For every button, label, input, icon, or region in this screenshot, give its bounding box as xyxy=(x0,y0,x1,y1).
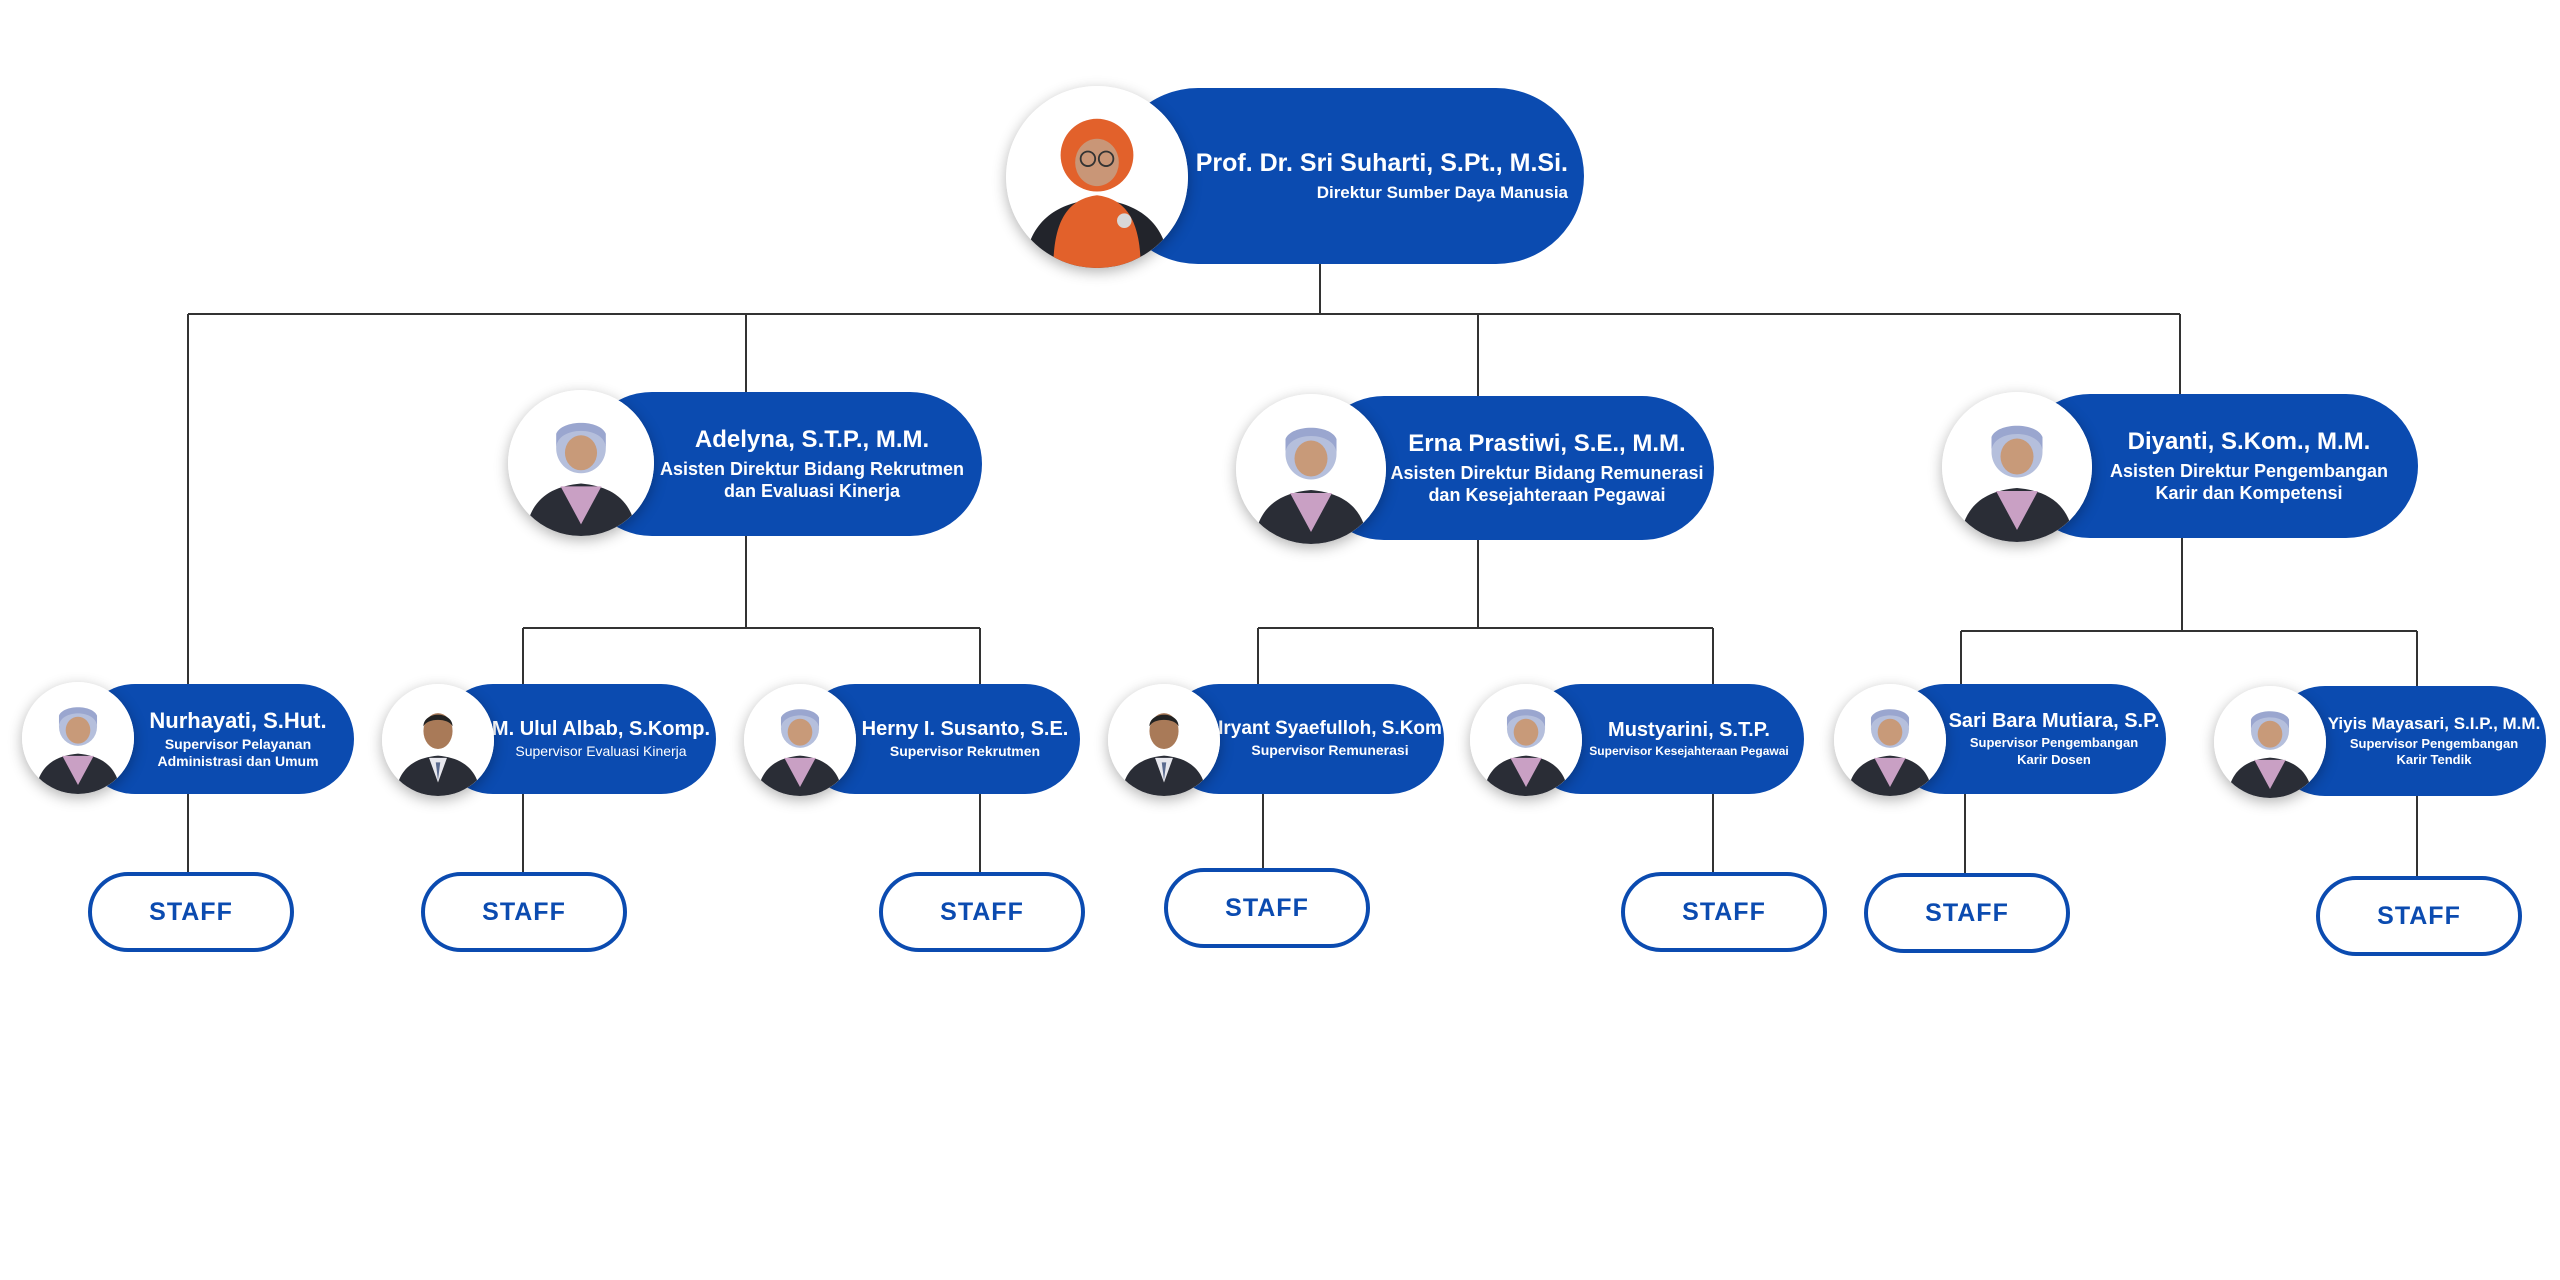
supervisor-photo-evaluasi-kinerja xyxy=(382,684,494,796)
assistant-photo-rekrutmen xyxy=(508,390,654,536)
assistant-role: Asisten Direktur Bidang Remunerasi xyxy=(1390,462,1704,483)
supervisor-photo-administrasi xyxy=(22,682,134,794)
assistant-name: Erna Prastiwi, S.E., M.M. xyxy=(1408,429,1686,457)
assistant-role-cont: dan Evaluasi Kinerja xyxy=(723,481,901,501)
director-photo xyxy=(1006,86,1188,268)
staff-box-karir-tendik: STAFF xyxy=(2316,876,2522,956)
supervisor-role: Supervisor Rekrutmen xyxy=(889,742,1041,759)
staff-box-evaluasi-kinerja: STAFF xyxy=(421,872,627,952)
supervisor-name: M. Ulul Albab, S.Komp. xyxy=(491,717,711,740)
supervisor-photo-rekrutmen xyxy=(744,684,856,796)
supervisor-role: Supervisor Pengembangan xyxy=(2349,735,2519,751)
supervisor-role: Supervisor Kesejahteraan Pegawai xyxy=(1589,744,1789,758)
director-role: Direktur Sumber Daya Manusia xyxy=(1316,182,1568,202)
staff-box-kesejahteraan: STAFF xyxy=(1621,872,1827,952)
assistant-role: Asisten Direktur Pengembangan xyxy=(2109,460,2389,481)
supervisor-photo-remunerasi xyxy=(1108,684,1220,796)
supervisor-role-cont: Administrasi dan Umum xyxy=(157,753,319,769)
supervisor-name: Mustyarini, S.T.P. xyxy=(1608,719,1770,741)
supervisor-role-cont: Karir Dosen xyxy=(2017,751,2091,767)
supervisor-role: Supervisor Pengembangan xyxy=(1969,735,2139,751)
supervisor-card-kesejahteraan: Mustyarini, S.T.P. Supervisor Kesejahter… xyxy=(1526,684,1804,794)
supervisor-role: Supervisor Pelayanan xyxy=(164,735,312,752)
supervisor-card-evaluasi-kinerja: M. Ulul Albab, S.Komp. Supervisor Evalua… xyxy=(438,684,716,794)
assistant-photo-remunerasi xyxy=(1236,394,1386,544)
staff-box-remunerasi: STAFF xyxy=(1164,868,1370,948)
assistant-photo-pengembangan xyxy=(1942,392,2092,542)
assistant-name: Adelyna, S.T.P., M.M. xyxy=(694,425,930,453)
supervisor-role-cont: Karir Tendik xyxy=(2396,752,2472,767)
supervisor-role: Supervisor Evaluasi Kinerja xyxy=(515,742,687,759)
assistant-role-cont: dan Kesejahteraan Pegawai xyxy=(1428,485,1666,505)
assistant-card-remunerasi: Erna Prastiwi, S.E., M.M. Asisten Direkt… xyxy=(1312,396,1714,540)
supervisor-name: Nurhayati, S.Hut. xyxy=(149,707,327,733)
supervisor-role: Supervisor Remunerasi xyxy=(1251,742,1409,759)
staff-box-rekrutmen: STAFF xyxy=(879,872,1085,952)
staff-box-karir-dosen: STAFF xyxy=(1864,873,2070,953)
staff-box-administrasi: STAFF xyxy=(88,872,294,952)
assistant-role: Asisten Direktur Bidang Rekrutmen xyxy=(659,458,965,479)
supervisor-photo-karir-dosen xyxy=(1834,684,1946,796)
supervisor-name: Iryant Syaefulloh, S.Kom xyxy=(1218,718,1442,740)
assistant-name: Diyanti, S.Kom., M.M. xyxy=(2127,427,2371,455)
supervisor-photo-karir-tendik xyxy=(2214,686,2326,798)
director-card: Prof. Dr. Sri Suharti, S.Pt., M.Si. Dire… xyxy=(1110,88,1584,264)
supervisor-photo-kesejahteraan xyxy=(1470,684,1582,796)
director-name: Prof. Dr. Sri Suharti, S.Pt., M.Si. xyxy=(1195,148,1568,177)
supervisor-name: Sari Bara Mutiara, S.P. xyxy=(1948,710,2160,733)
assistant-role-cont: Karir dan Kompetensi xyxy=(2155,483,2343,503)
supervisor-name: Herny I. Susanto, S.E. xyxy=(861,717,1069,740)
supervisor-name: Yiyis Mayasari, S.I.P., M.M. xyxy=(2327,713,2541,733)
